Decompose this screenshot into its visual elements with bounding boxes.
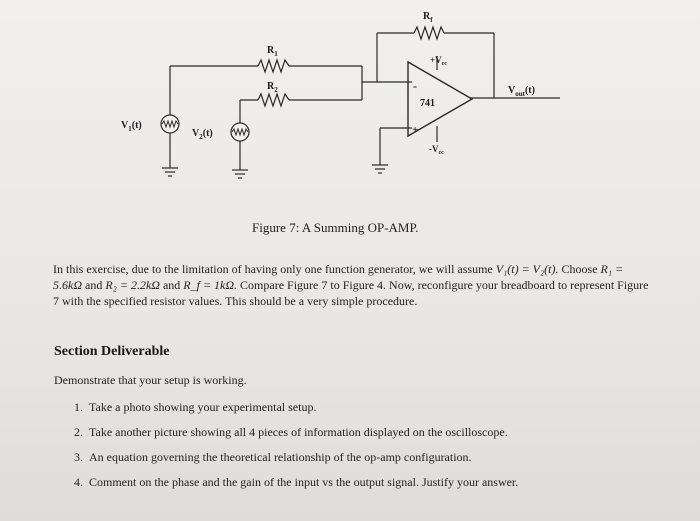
label-v2: V2(t)	[192, 128, 213, 141]
label-vcc-pos: +Vcc	[430, 55, 447, 67]
circuit-wires	[169, 25, 560, 170]
ground-symbols	[162, 164, 388, 179]
section-intro: Demonstrate that your setup is working.	[54, 373, 247, 387]
list-item: 2.Take another picture showing all 4 pie…	[74, 425, 508, 439]
label-r2: R2	[267, 81, 278, 94]
list-item: 3.An equation governing the theoretical …	[74, 450, 472, 464]
label-v1: V1(t)	[121, 120, 142, 133]
label-vcc-neg: -Vcc	[429, 144, 444, 156]
exercise-paragraph: In this exercise, due to the limitation …	[53, 262, 649, 308]
label-inverting-input: -	[413, 79, 417, 93]
label-opamp-741: 741	[420, 98, 435, 109]
list-item: 1.Take a photo showing your experimental…	[74, 400, 317, 414]
label-r1: R1	[267, 45, 278, 58]
source-v1	[160, 114, 180, 134]
source-v2	[230, 122, 250, 142]
label-noninverting-input: +	[412, 124, 418, 136]
list-item: 4.Comment on the phase and the gain of t…	[74, 475, 519, 489]
section-heading: Section Deliverable	[54, 344, 170, 359]
opamp-symbol	[407, 60, 474, 138]
figure-caption: Figure 7: A Summing OP-AMP.	[252, 220, 419, 235]
label-vout: Vout(t)	[508, 85, 535, 98]
summing-opamp-circuit: Rf R1 R2 V1(t) V2(t) Vout(t) 741 +Vcc -V…	[121, 11, 560, 179]
label-rf: Rf	[423, 11, 433, 24]
